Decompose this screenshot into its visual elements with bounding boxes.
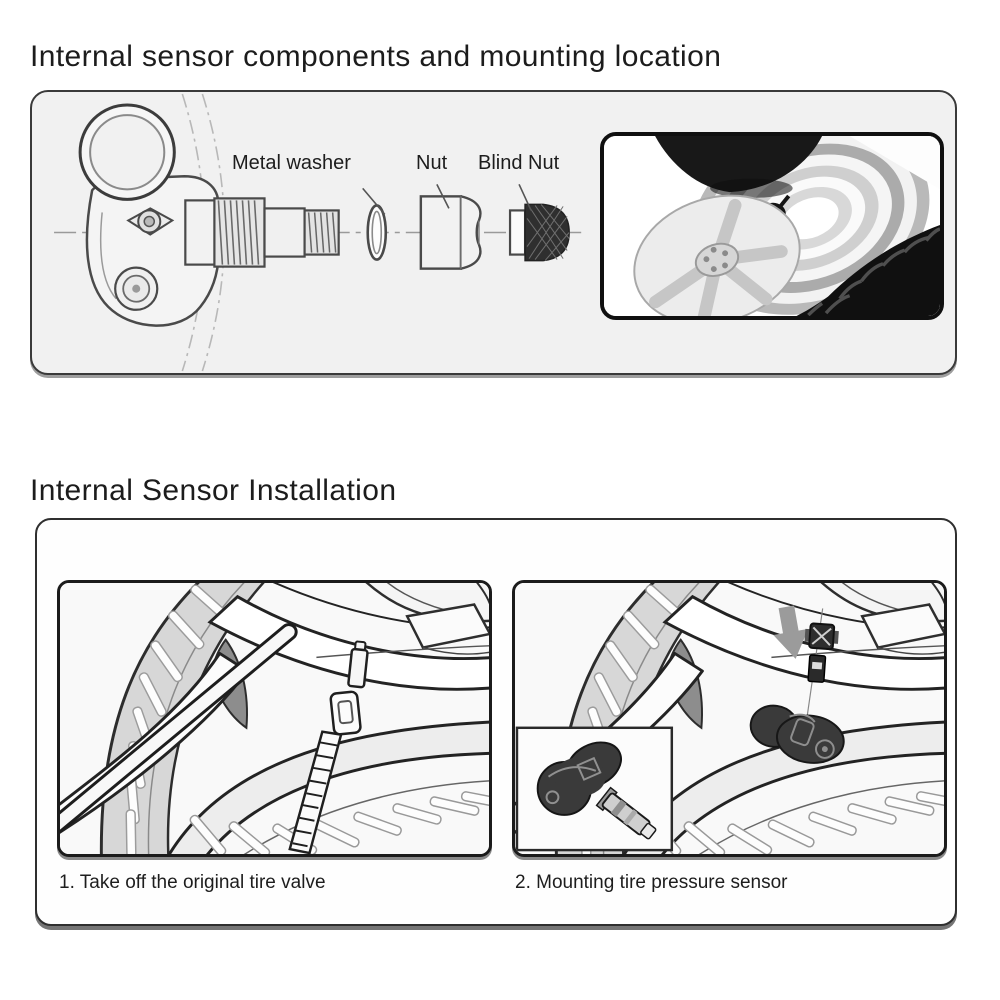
sensor-closeup-inset (515, 726, 674, 852)
label-leader-lines (362, 183, 532, 215)
background-corner (849, 136, 940, 190)
wheel-photo-illustration (604, 136, 940, 316)
label-metal-washer: Metal washer (232, 152, 351, 174)
nut-drawing (419, 195, 482, 270)
mounted-sensor (749, 704, 845, 764)
valve-stem-drawing (184, 197, 340, 268)
wheel-photo-inset (600, 132, 944, 320)
components-section-title: Internal sensor components and mounting … (30, 40, 722, 73)
installation-box: 1. Take off the original tire valve 2. M… (35, 518, 957, 926)
tire-tread (796, 225, 940, 316)
wheel-face (633, 194, 801, 316)
step1-panel (57, 580, 492, 857)
install-valve-stem (807, 654, 827, 683)
sensor-body-drawing (78, 103, 221, 327)
components-diagram-box: Metal washer Nut Blind Nut (30, 90, 957, 375)
blind-nut-drawing (508, 203, 570, 262)
label-nut: Nut (416, 152, 448, 174)
tire-lever (60, 623, 298, 834)
install-nut (804, 622, 839, 651)
valve-pull-tool-head (329, 690, 362, 736)
sensor-exploded-diagram (54, 93, 582, 372)
step1-illustration (60, 583, 489, 854)
tire-sidewall-top (655, 136, 823, 193)
step2-caption: 2. Mounting tire pressure sensor (515, 872, 788, 893)
original-valve (347, 640, 369, 689)
inset-valve (595, 786, 657, 840)
label-blind-nut: Blind Nut (478, 152, 560, 174)
installation-section-title: Internal Sensor Installation (30, 474, 397, 507)
step2-panel (512, 580, 947, 857)
step1-caption: 1. Take off the original tire valve (59, 872, 326, 893)
toothed-strap (288, 730, 343, 854)
step2-illustration (515, 583, 944, 854)
down-arrow-icon (773, 605, 809, 659)
